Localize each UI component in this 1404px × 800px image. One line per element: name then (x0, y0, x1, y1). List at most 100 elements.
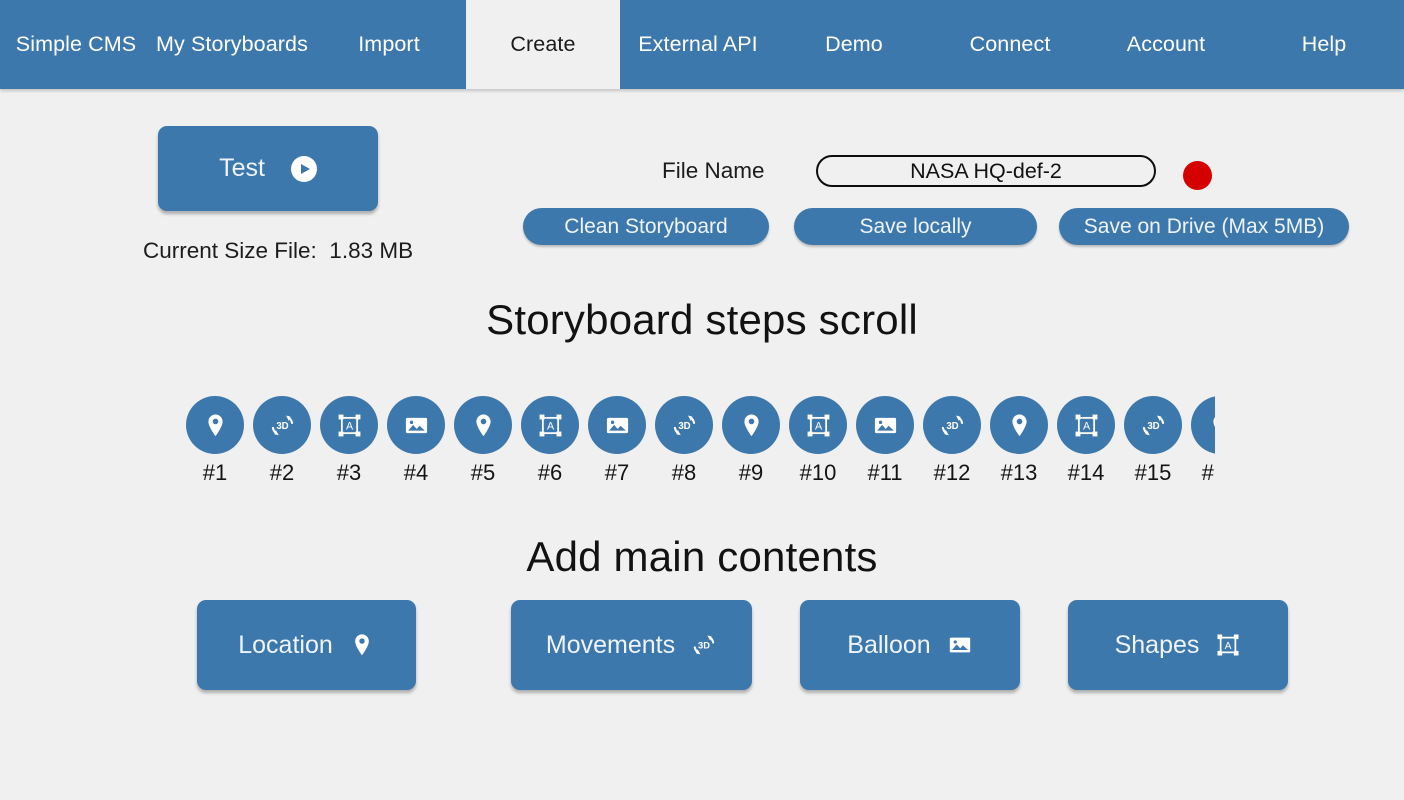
nav-item-label: Help (1301, 32, 1347, 56)
location-pin-icon[interactable] (990, 396, 1048, 454)
svg-text:A: A (546, 420, 554, 432)
nav-item-label: Import (358, 32, 420, 56)
storyboard-step-label: #5 (470, 460, 496, 485)
storyboard-step-label: #11 (867, 460, 903, 485)
storyboard-step[interactable]: A #10 (789, 396, 847, 484)
play-icon (290, 155, 317, 182)
clean-storyboard-label: Clean Storyboard (564, 214, 728, 238)
current-size-file-text: Current Size File: 1.83 MB (143, 238, 414, 263)
nav-item-label: Account (1126, 32, 1206, 56)
nav-item-simple-cms[interactable]: Simple CMS (0, 0, 152, 89)
rotate-3d-icon[interactable]: 3D (923, 396, 981, 454)
nav-item-import[interactable]: Import (312, 0, 466, 89)
svg-text:3D: 3D (698, 641, 710, 651)
image-icon (947, 632, 973, 658)
storyboard-step[interactable]: #11 (856, 396, 914, 484)
location-pin-icon[interactable] (1191, 396, 1215, 454)
nav-item-my-storyboards[interactable]: My Storyboards (152, 0, 312, 89)
storyboard-step-label: #14 (1067, 460, 1105, 485)
test-button-label: Test (219, 154, 265, 182)
storyboard-step[interactable]: 3D #8 (655, 396, 713, 484)
storyboard-step[interactable]: 3D #2 (253, 396, 311, 484)
shapes-icon[interactable]: A (789, 396, 847, 454)
location-pin-icon[interactable] (722, 396, 780, 454)
shapes-icon[interactable]: A (1057, 396, 1115, 454)
storyboard-step-label: #3 (336, 460, 362, 485)
storyboard-step[interactable]: #4 (387, 396, 445, 484)
storyboard-step[interactable]: 3D #15 (1124, 396, 1182, 484)
image-icon[interactable] (856, 396, 914, 454)
storyboard-step-label: #16 (1201, 460, 1215, 485)
svg-text:A: A (345, 420, 353, 432)
add-content-label: Location (238, 630, 333, 659)
file-name-label: File Name (662, 158, 765, 183)
storyboard-step[interactable]: A #14 (1057, 396, 1115, 484)
nav-item-label: My Storyboards (156, 32, 308, 56)
rotate-3d-icon[interactable]: 3D (253, 396, 311, 454)
svg-text:3D: 3D (678, 421, 690, 432)
shapes-icon: A (1215, 632, 1241, 658)
svg-text:A: A (1082, 420, 1090, 432)
image-icon[interactable] (387, 396, 445, 454)
rotate-3d-icon: 3D (691, 632, 717, 658)
nav-item-create[interactable]: Create (466, 0, 620, 89)
save-locally-button[interactable]: Save locally (794, 208, 1037, 245)
save-on-drive-button[interactable]: Save on Drive (Max 5MB) (1059, 208, 1349, 245)
location-pin-icon[interactable] (454, 396, 512, 454)
shapes-icon[interactable]: A (521, 396, 579, 454)
storyboard-step[interactable]: #13 (990, 396, 1048, 484)
image-icon[interactable] (588, 396, 646, 454)
nav-item-help[interactable]: Help (1244, 0, 1404, 89)
nav-item-connect[interactable]: Connect (932, 0, 1088, 89)
location-pin-icon (349, 632, 375, 658)
storyboard-step-label: #12 (933, 460, 971, 485)
storyboard-step[interactable]: 3D #12 (923, 396, 981, 484)
add-content-label: Balloon (847, 630, 931, 659)
add-content-label: Shapes (1114, 630, 1200, 659)
storyboard-steps-title: Storyboard steps scroll (486, 296, 918, 343)
svg-text:3D: 3D (946, 421, 958, 432)
storyboard-step[interactable]: A #3 (320, 396, 378, 484)
svg-text:A: A (1225, 641, 1232, 652)
nav-item-label: Create (510, 32, 576, 56)
storyboard-step-label: #10 (799, 460, 837, 485)
location-pin-icon[interactable] (186, 396, 244, 454)
storyboard-step[interactable]: A #6 (521, 396, 579, 484)
svg-text:3D: 3D (276, 421, 288, 432)
add-content-label: Movements (545, 630, 676, 659)
add-main-contents-title: Add main contents (526, 533, 878, 580)
storyboard-step[interactable]: #16 (1191, 396, 1215, 484)
add-location-button[interactable]: Location (197, 600, 416, 690)
clean-storyboard-button[interactable]: Clean Storyboard (523, 208, 769, 245)
shapes-icon[interactable]: A (320, 396, 378, 454)
svg-text:A: A (814, 420, 822, 432)
storyboard-step-label: #15 (1134, 460, 1172, 485)
add-shapes-button[interactable]: Shapes A (1068, 600, 1288, 690)
storyboard-step[interactable]: #9 (722, 396, 780, 484)
nav-item-external-api[interactable]: External API (620, 0, 776, 89)
storyboard-steps-scroll[interactable]: #1 3D #2 A #3 #4 #5 A #6 #7 3D #8 #9 A #10 #11 3D #12 #13 A… (186, 396, 1215, 496)
rotate-3d-icon[interactable]: 3D (1124, 396, 1182, 454)
nav-item-label: Simple CMS (15, 32, 137, 56)
storyboard-step[interactable]: #7 (588, 396, 646, 484)
storyboard-step-label: #8 (671, 460, 697, 485)
add-movements-button[interactable]: Movements 3D (511, 600, 752, 690)
rotate-3d-icon[interactable]: 3D (655, 396, 713, 454)
nav-item-demo[interactable]: Demo (776, 0, 932, 89)
save-on-drive-label: Save on Drive (Max 5MB) (1083, 214, 1325, 238)
storyboard-step-label: #9 (738, 460, 764, 485)
nav-item-account[interactable]: Account (1088, 0, 1244, 89)
storyboard-step-label: #7 (604, 460, 630, 485)
add-balloon-button[interactable]: Balloon (800, 600, 1020, 690)
storyboard-step[interactable]: #5 (454, 396, 512, 484)
svg-text:3D: 3D (1147, 421, 1159, 432)
file-name-input[interactable] (816, 155, 1156, 187)
storyboard-step-label: #2 (269, 460, 295, 485)
save-locally-label: Save locally (859, 214, 972, 238)
storyboard-step-label: #6 (537, 460, 563, 485)
storyboard-step-label: #13 (1000, 460, 1038, 485)
test-button[interactable]: Test (158, 126, 378, 211)
nav-item-label: Connect (969, 32, 1051, 56)
storyboard-step[interactable]: #1 (186, 396, 244, 484)
record-status-dot (1183, 161, 1212, 190)
